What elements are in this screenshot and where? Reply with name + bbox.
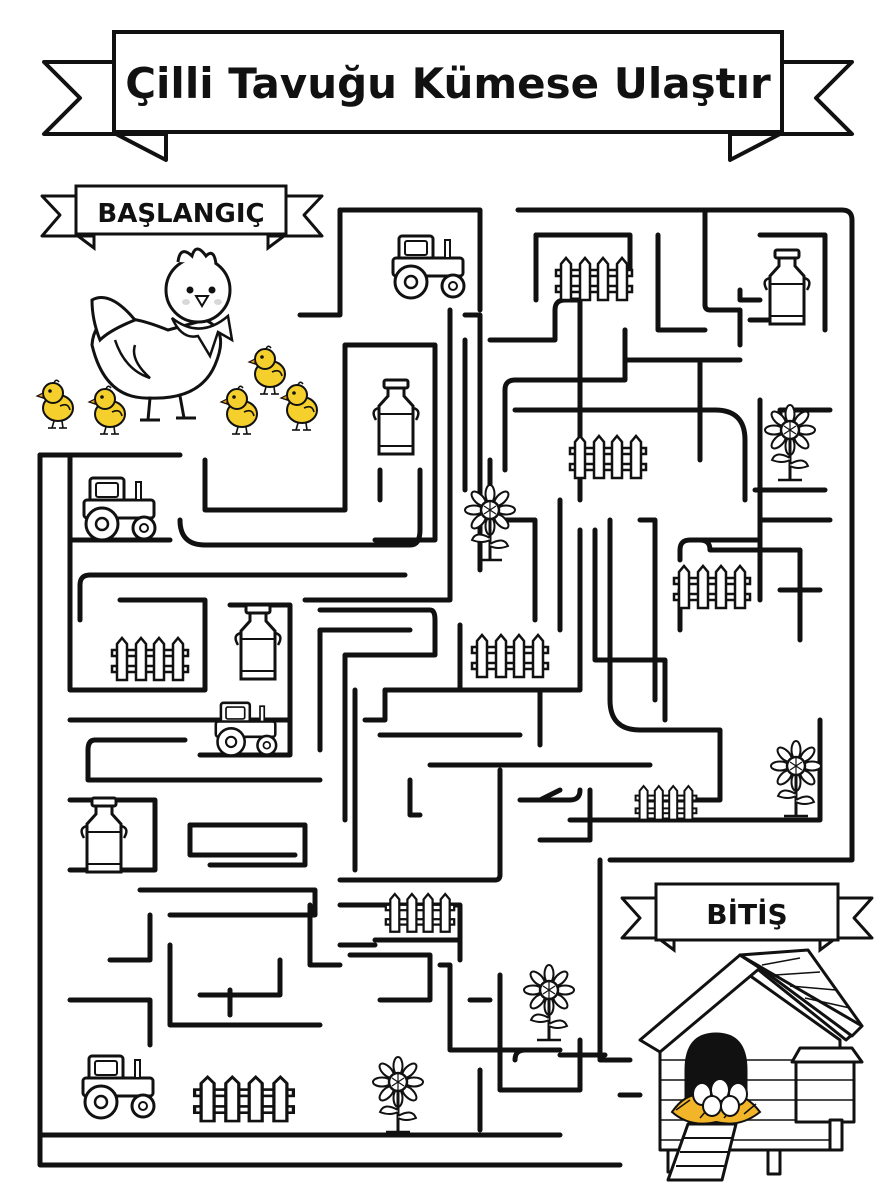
chicken-coop-icon [638, 948, 864, 1182]
finish-banner: BİTİŞ [620, 882, 874, 953]
title-banner: Çilli Tavuğu Kümese Ulaştır [42, 30, 854, 162]
hen-icon [90, 247, 234, 422]
eggs-nest-icon [670, 1078, 762, 1125]
page-title: Çilli Tavuğu Kümese Ulaştır [125, 59, 771, 108]
finish-label: BİTİŞ [706, 897, 787, 931]
start-banner: BAŞLANGIÇ [40, 184, 324, 251]
start-label: BAŞLANGIÇ [97, 199, 264, 229]
maze-walls [37, 207, 855, 1168]
